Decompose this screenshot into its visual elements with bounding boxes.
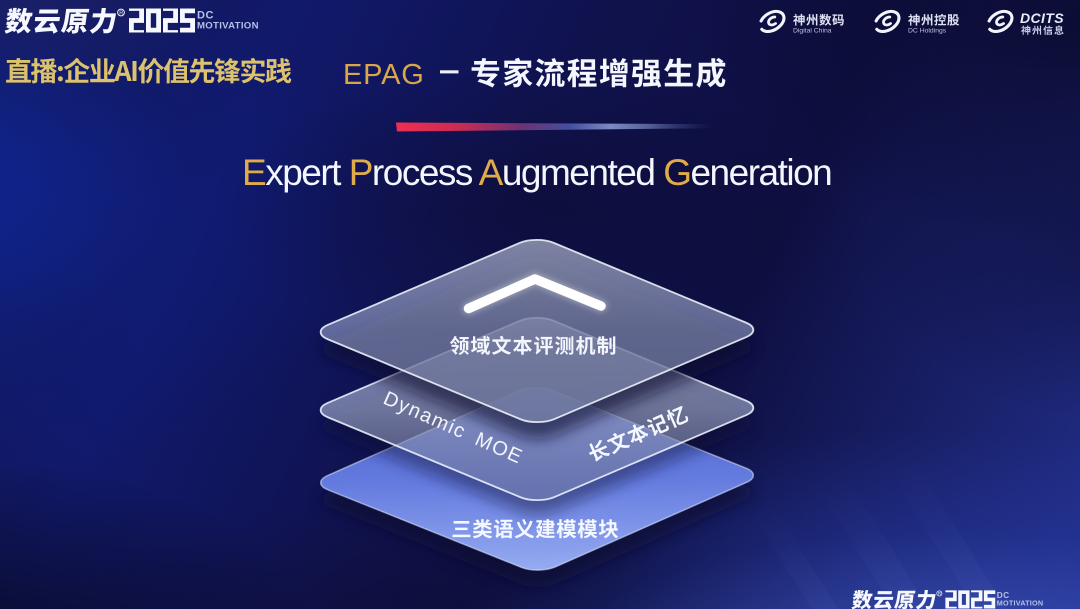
svg-text:DC: DC: [997, 590, 1010, 600]
svg-text:DC: DC: [197, 10, 214, 22]
svg-text:EPAG: EPAG: [343, 59, 425, 91]
svg-text:DCITS: DCITS: [1020, 10, 1064, 26]
svg-text:MOTIVATION: MOTIVATION: [197, 21, 259, 32]
svg-text:R: R: [119, 11, 123, 17]
svg-text:DC Holdings: DC Holdings: [908, 28, 947, 35]
svg-text:MOTIVATION: MOTIVATION: [997, 599, 1044, 608]
svg-text:Expert Process Augmented Gener: Expert Process Augmented Generation: [242, 152, 831, 193]
svg-text:Digital China: Digital China: [793, 28, 832, 35]
svg-text:R: R: [938, 591, 941, 596]
